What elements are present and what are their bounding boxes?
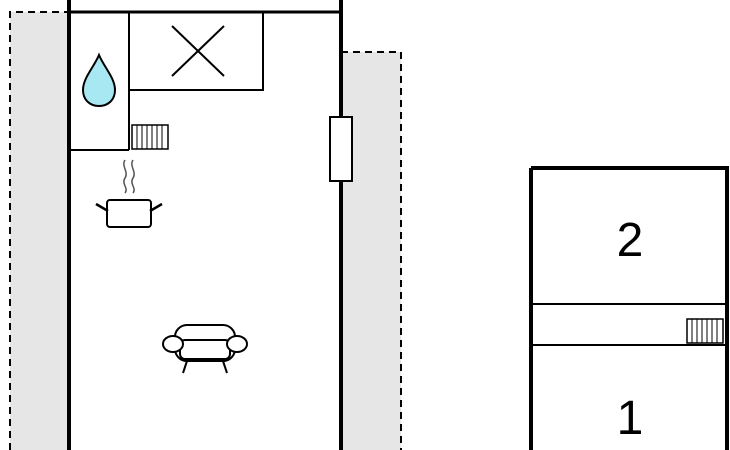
window-icon [329,116,353,182]
stairwell-icon [129,12,264,91]
floor-2-label: 2 [617,214,644,267]
terrace-left [9,11,69,450]
water-drop-icon [81,52,117,108]
cooking-pot-icon [95,159,163,228]
main-room [67,0,343,450]
bathroom [69,12,130,151]
floor-stack [529,166,729,450]
radiator-icon [686,318,724,344]
floor-1-label: 1 [617,392,644,445]
armchair-icon [162,324,248,374]
terrace-right [341,51,402,450]
radiator-icon [131,124,169,150]
